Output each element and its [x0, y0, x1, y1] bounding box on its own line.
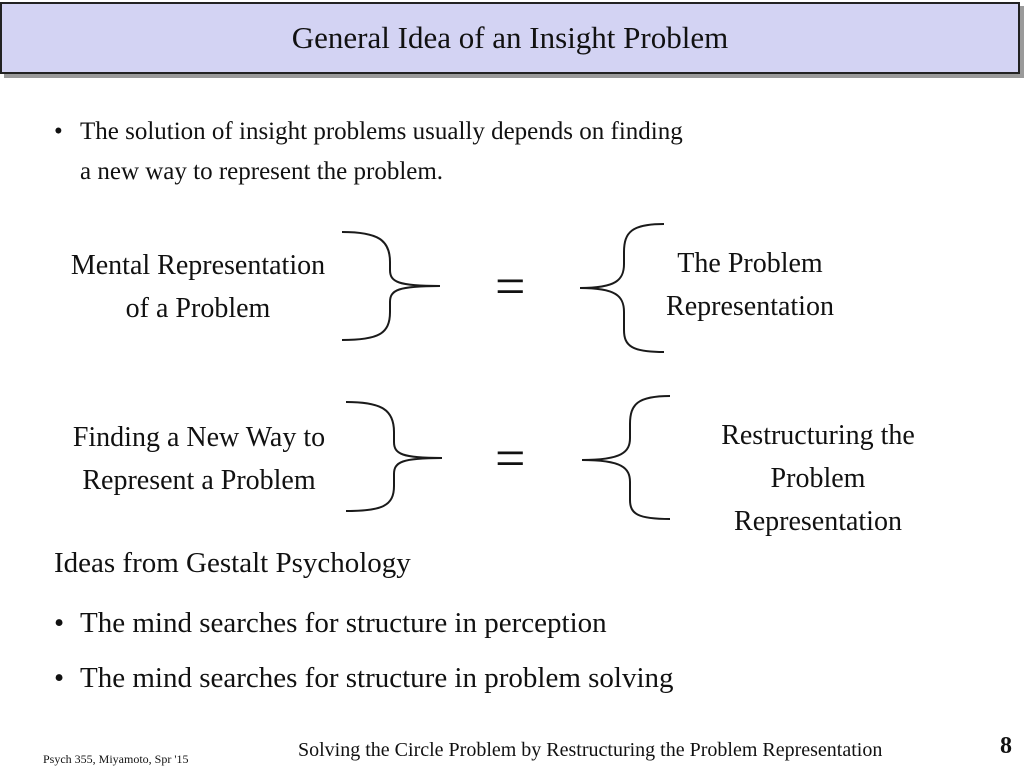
row2-left-line-2: Represent a Problem [82, 465, 316, 496]
intro-bullet-item: • The solution of insight problems usual… [54, 112, 874, 192]
slide-title-bar: General Idea of an Insight Problem [0, 2, 1020, 74]
row2-left-line-1: Finding a New Way to [72, 422, 326, 453]
row2-right-brace [581, 395, 671, 520]
row2-right-label: Restructuring the Problem Representation [680, 414, 956, 543]
row2-right-line-1: Restructuring the [721, 420, 915, 451]
row1-right-line-2: Representation [666, 291, 834, 322]
row1-equals-sign: = [495, 256, 526, 316]
row2-left-brace [345, 401, 443, 512]
gestalt-list-item-2: • The mind searches for structure in prob… [54, 662, 674, 695]
intro-text-line-1: The solution of insight problems usually… [80, 118, 683, 145]
bullet-marker: • [54, 662, 65, 694]
row1-right-line-1: The Problem [677, 248, 823, 279]
row2-left-label: Finding a New Way to Represent a Problem [24, 416, 374, 502]
row2-equals-sign: = [495, 428, 526, 488]
row1-left-line-1: Mental Representation [70, 250, 326, 281]
footer-course-info: Psych 355, Miyamoto, Spr '15 [43, 752, 189, 766]
slide-title: General Idea of an Insight Problem [291, 20, 729, 55]
row1-right-brace [579, 223, 665, 353]
bullet-marker: • [54, 118, 63, 145]
footer-caption: Solving the Circle Problem by Restructur… [298, 739, 883, 761]
row1-left-label: Mental Representation of a Problem [28, 244, 368, 330]
intro-text-line-2: a new way to represent the problem. [80, 158, 444, 185]
gestalt-item-text: The mind searches for structure in probl… [80, 662, 674, 694]
gestalt-list-item-1: • The mind searches for structure in perc… [54, 607, 607, 640]
gestalt-heading: Ideas from Gestalt Psychology [54, 547, 411, 579]
row1-right-label: The Problem Representation [628, 242, 872, 328]
row2-right-line-3: Representation [734, 506, 902, 537]
row2-right-line-2: Problem [770, 463, 866, 494]
gestalt-item-text: The mind searches for structure in perce… [80, 607, 607, 639]
row1-left-line-2: of a Problem [125, 293, 271, 324]
bullet-marker: • [54, 607, 65, 639]
row1-left-brace [341, 231, 441, 341]
page-number: 8 [1000, 733, 1012, 759]
